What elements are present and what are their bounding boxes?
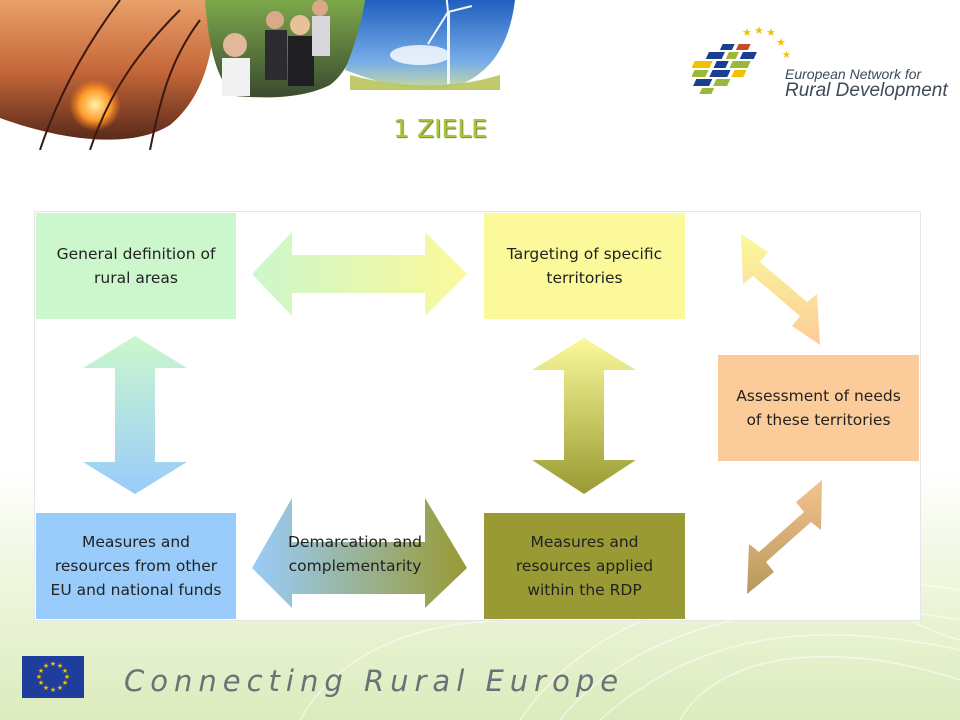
demarcation-label: Demarcation and complementarity — [288, 533, 422, 575]
box-measures-rdp: Measures and resources applied within th… — [484, 513, 685, 619]
svg-text:★: ★ — [38, 679, 44, 687]
box-general-definition: General definition of rural areas — [36, 213, 236, 319]
svg-text:★: ★ — [776, 36, 786, 49]
svg-text:★: ★ — [57, 662, 63, 670]
eu-flag-icon: ★ ★ ★ ★ ★ ★ ★ ★ ★ ★ ★ ★ — [22, 656, 84, 698]
svg-text:★: ★ — [742, 26, 752, 39]
enrd-logo-icon: ★ ★ ★ ★ ★ — [692, 24, 791, 94]
wheat-sunset-photo — [0, 0, 215, 150]
footer-tagline: Connecting Rural Europe — [124, 664, 625, 698]
svg-text:★: ★ — [43, 684, 49, 692]
box-measures-other-label: Measures and resources from other EU and… — [50, 533, 222, 599]
wind-turbine-photo — [345, 0, 515, 90]
svg-text:★: ★ — [57, 684, 63, 692]
logo-text-line2: Rural Development — [785, 80, 948, 101]
box-measures-rdp-label: Measures and resources applied within th… — [515, 533, 654, 599]
svg-text:★: ★ — [64, 673, 70, 681]
box-targeting-label: Targeting of specific territories — [506, 245, 663, 287]
svg-text:★: ★ — [754, 24, 764, 37]
logo-text-line1: European Network for — [785, 66, 922, 82]
svg-text:★: ★ — [36, 673, 42, 681]
svg-text:★: ★ — [62, 679, 68, 687]
double-arrow-targeting-measures-rdp — [532, 338, 636, 494]
header-photo-strip — [0, 0, 515, 150]
group-of-people-photo — [205, 0, 365, 98]
double-arrow-targeting-assessment — [741, 234, 820, 345]
double-arrow-assessment-measures-rdp — [747, 480, 822, 594]
box-measures-other-funds: Measures and resources from other EU and… — [36, 513, 236, 619]
box-assessment: Assessment of needs of these territories — [718, 355, 919, 461]
svg-text:★: ★ — [50, 660, 56, 668]
double-arrow-general-targeting — [252, 232, 467, 316]
svg-text:★: ★ — [62, 667, 68, 675]
svg-text:★: ★ — [50, 686, 56, 694]
svg-text:★: ★ — [766, 26, 776, 39]
double-arrow-measures-other-rdp — [252, 498, 467, 608]
logo-stars: ★ ★ ★ ★ ★ — [742, 24, 791, 61]
box-assessment-label: Assessment of needs of these territories — [736, 387, 901, 429]
svg-text:★: ★ — [782, 50, 791, 61]
box-targeting: Targeting of specific territories — [484, 213, 685, 319]
diagram-arrows — [83, 232, 822, 608]
page-title: 1 ZIELE — [393, 114, 487, 143]
svg-text:★: ★ — [43, 662, 49, 670]
flow-diagram: General definition of rural areas Target… — [34, 211, 921, 621]
svg-text:★: ★ — [38, 667, 44, 675]
double-arrow-general-measures-other — [83, 336, 187, 494]
box-general-definition-label: General definition of rural areas — [56, 245, 216, 287]
